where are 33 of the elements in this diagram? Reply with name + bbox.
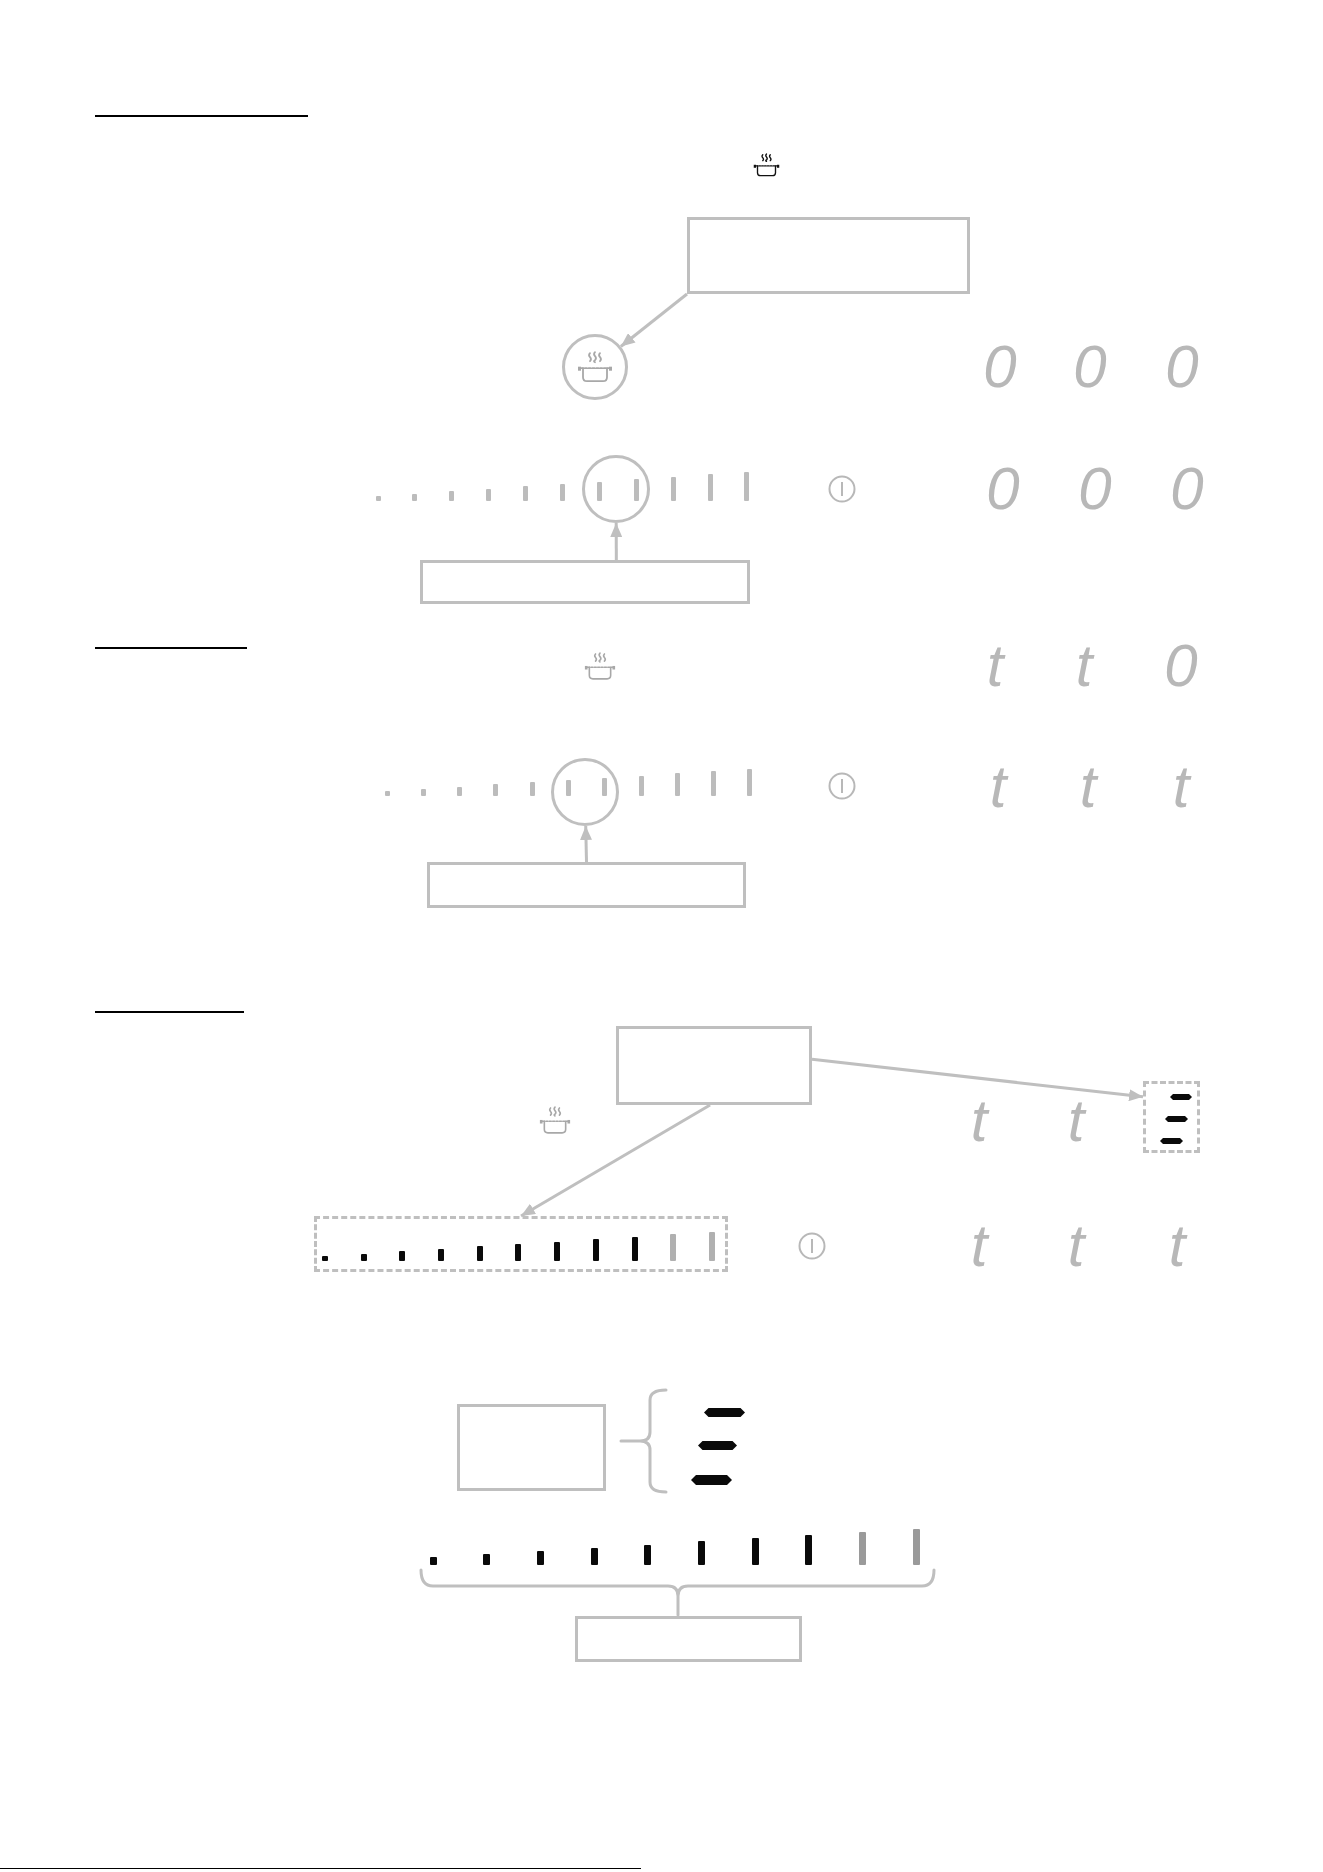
display-digit: t [970,1091,988,1151]
display-digit: t [989,757,1007,817]
callout-box [420,560,750,604]
display-digit: t [1075,636,1093,696]
highlight-circle [551,758,619,826]
dashed-highlight-frame [314,1216,728,1272]
leader-arrow [580,825,593,863]
callout-box [457,1404,606,1491]
callout-box [427,862,746,908]
callout-box [575,1616,802,1662]
display-digit: t [1079,757,1097,817]
highlight-circle [562,334,628,400]
display-digit: 0 [986,459,1020,519]
display-digit: 0 [1170,459,1204,519]
highlight-circle [582,455,650,523]
display-digit: t [1067,1216,1085,1276]
display-digit: 0 [1165,337,1199,397]
leader-arrow [811,1057,1144,1102]
display-digit: t [1067,1091,1085,1151]
leader-arrow [610,523,623,560]
callout-box [616,1026,812,1105]
display-digit: 0 [1164,636,1198,696]
leader-arrow [619,292,688,348]
display-digit: t [1168,1216,1186,1276]
display-digit: t [1172,757,1190,817]
display-digit: 0 [1078,459,1112,519]
display-digit: t [986,636,1004,696]
display-digit: 0 [1073,337,1107,397]
display-digit: 0 [983,337,1017,397]
display-digit: t [970,1216,988,1276]
leader-arrow [520,1103,711,1218]
callout-box [687,217,970,294]
dashed-highlight-frame [1143,1081,1200,1153]
